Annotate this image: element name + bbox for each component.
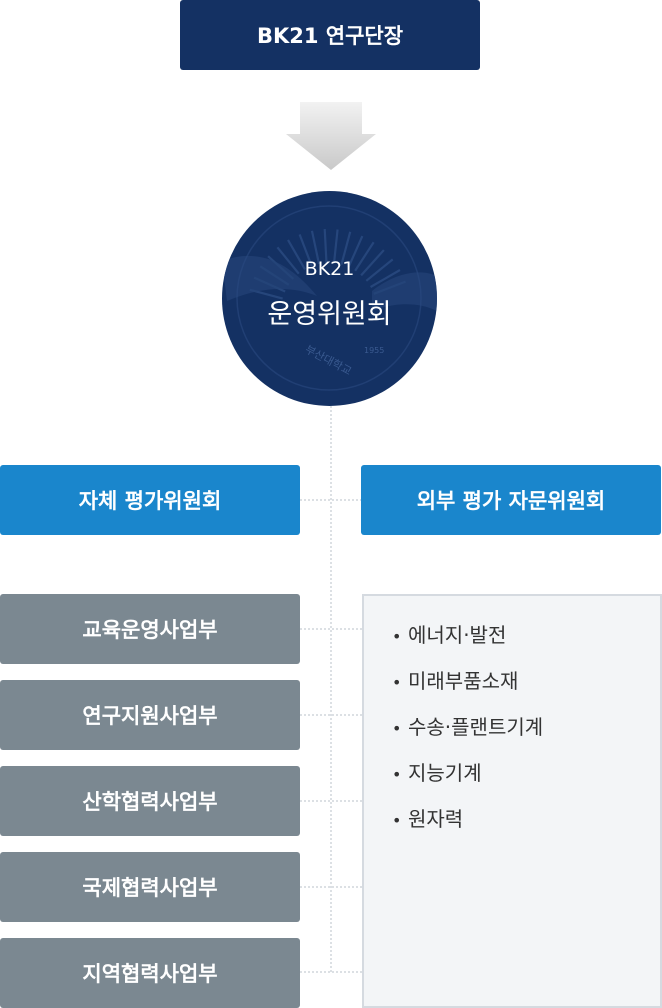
field-label: 수송·플랜트기계 [408, 715, 544, 739]
list-item: • 원자력 [392, 804, 660, 850]
bullet-icon: • [392, 627, 402, 646]
department-label: 지역협력사업부 [82, 962, 218, 986]
bullet-icon: • [392, 673, 402, 692]
seal-ray [276, 246, 300, 275]
list-item: • 미래부품소재 [392, 666, 660, 712]
external-eval-box: 외부 평가 자문위원회 [361, 465, 661, 535]
research-fields-list: • 에너지·발전 • 미래부품소재 • 수송·플랜트기계 • 지능기계 • 원자력 [392, 620, 660, 850]
committee-line2: 운영위원회 [267, 299, 392, 330]
seal-ray [365, 258, 394, 282]
seal-ray [287, 239, 306, 270]
external-eval-label: 외부 평가 자문위원회 [416, 489, 606, 513]
seal-ray [332, 229, 339, 264]
list-item: • 지능기계 [392, 758, 660, 804]
research-fields-panel: • 에너지·발전 • 미래부품소재 • 수송·플랜트기계 • 지능기계 • 원자력 [362, 594, 662, 1008]
seal-ray [370, 269, 401, 288]
bullet-icon: • [392, 811, 402, 830]
committee-circle: 1955 부산대학교 BK21 운영위원회 [222, 191, 437, 406]
director-box: BK21 연구단장 [180, 0, 480, 70]
list-item: • 수송·플랜트기계 [392, 712, 660, 758]
department-label: 산학협력사업부 [82, 790, 218, 814]
university-seal-watermark: 1955 부산대학교 [222, 205, 437, 391]
department-label: 국제협력사업부 [82, 876, 218, 900]
seal-ray [354, 241, 375, 272]
bullet-icon: • [392, 765, 402, 784]
field-label: 미래부품소재 [408, 669, 519, 693]
seal-year: 1955 [364, 346, 384, 355]
field-label: 지능기계 [408, 761, 482, 785]
field-label: 에너지·발전 [408, 623, 507, 647]
down-arrow-icon [286, 102, 376, 170]
internal-eval-box: 자체 평가위원회 [0, 465, 300, 535]
list-item: • 에너지·발전 [392, 620, 660, 666]
seal-ray [323, 229, 328, 264]
department-label: 연구지원사업부 [82, 704, 218, 728]
field-label: 원자력 [408, 807, 464, 831]
director-label: BK21 연구단장 [256, 24, 404, 48]
seal-ray [340, 231, 352, 265]
seal-ray [360, 249, 385, 277]
committee-text: BK21 운영위원회 [222, 191, 437, 406]
department-box: 국제협력사업부 [0, 852, 300, 922]
bullet-icon: • [392, 719, 402, 738]
committee-line1: BK21 [304, 258, 355, 280]
department-box: 산학협력사업부 [0, 766, 300, 836]
department-box: 지역협력사업부 [0, 938, 300, 1008]
department-box: 교육운영사업부 [0, 594, 300, 664]
seal-ray [347, 235, 364, 268]
internal-eval-label: 자체 평가위원회 [78, 489, 222, 513]
seal-ray [310, 230, 321, 265]
department-label: 교육운영사업부 [82, 618, 218, 642]
department-box: 연구지원사업부 [0, 680, 300, 750]
seal-ray [298, 234, 313, 267]
